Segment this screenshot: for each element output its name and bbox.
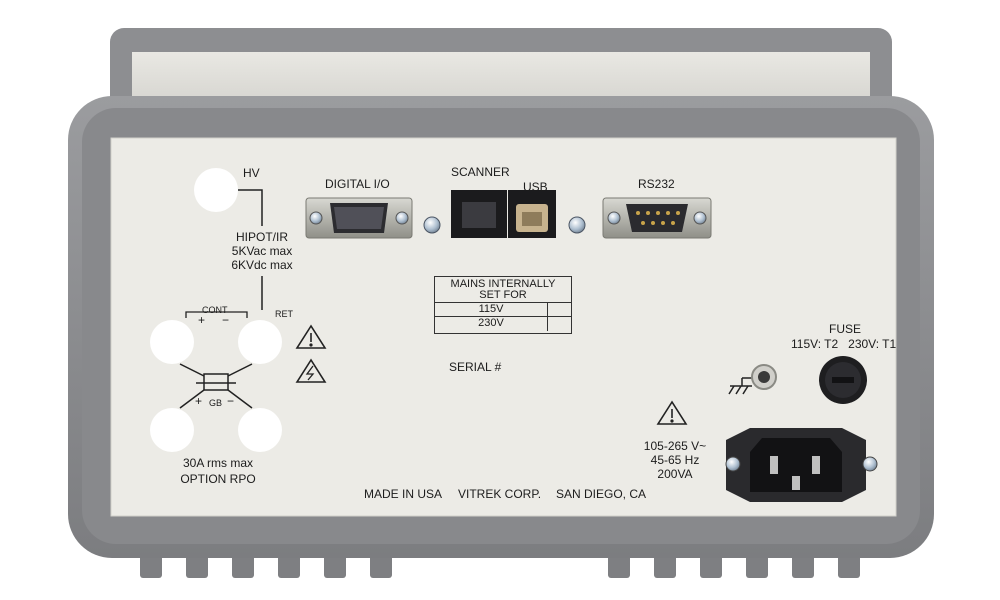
ground-terminal <box>751 364 777 390</box>
fuse-holder <box>819 356 867 404</box>
binding-posts <box>150 168 282 452</box>
serial-label: SERIAL # <box>449 360 502 374</box>
usb-label: USB <box>523 180 548 194</box>
rs232-label: RS232 <box>638 177 675 191</box>
digital-io-label: DIGITAL I/O <box>325 177 390 191</box>
fuse-spec: 115V: T2 230V: T1 <box>791 337 897 351</box>
power-rating: 200VA <box>657 467 693 481</box>
warning-icon <box>295 324 327 349</box>
scanner-port <box>451 190 507 238</box>
hipot-dc-max: 6KVdc max <box>231 258 293 272</box>
hv-label: HV <box>243 166 260 180</box>
mains-230-label: 230V <box>478 317 504 329</box>
mains-heading-1: MAINS INTERNALLY <box>450 278 556 290</box>
warning-icon <box>656 400 688 425</box>
power-voltage: 105-265 V~ <box>643 439 707 453</box>
usb-port <box>508 190 556 238</box>
option-label: OPTION RPO <box>180 472 256 486</box>
maker-label: VITREK CORP. <box>458 487 542 501</box>
power-frequency: 45-65 Hz <box>650 453 700 467</box>
mains-115-label: 115V <box>478 303 504 315</box>
city-label: SAN DIEGO, CA <box>556 487 647 501</box>
made-in-label: MADE IN USA <box>364 487 443 501</box>
mains-row-230: 230V <box>435 317 571 331</box>
cont-minus: − <box>222 313 230 327</box>
gb-minus: − <box>227 394 235 408</box>
mains-heading-2: SET FOR <box>479 289 527 301</box>
hipot-ac-max: 5KVac max <box>231 244 293 258</box>
fuse-label: FUSE <box>828 322 861 336</box>
gb-label: GB <box>209 398 223 408</box>
high-voltage-icon <box>295 358 327 383</box>
rs232-port <box>602 197 712 239</box>
mains-voltage-table: MAINS INTERNALLY SET FOR 115V 230V <box>434 276 572 334</box>
cont-label: CONT <box>202 305 228 315</box>
mains-row-115: 115V <box>435 303 571 317</box>
ret-label: RET <box>275 309 293 319</box>
current-rating: 30A rms max <box>182 456 254 470</box>
scanner-label: SCANNER <box>451 165 510 179</box>
power-inlet <box>725 428 878 502</box>
cont-plus: + <box>198 313 206 327</box>
gb-plus: + <box>195 394 203 408</box>
digital-io-port <box>305 197 413 239</box>
hipot-label: HIPOT/IR <box>235 230 288 244</box>
